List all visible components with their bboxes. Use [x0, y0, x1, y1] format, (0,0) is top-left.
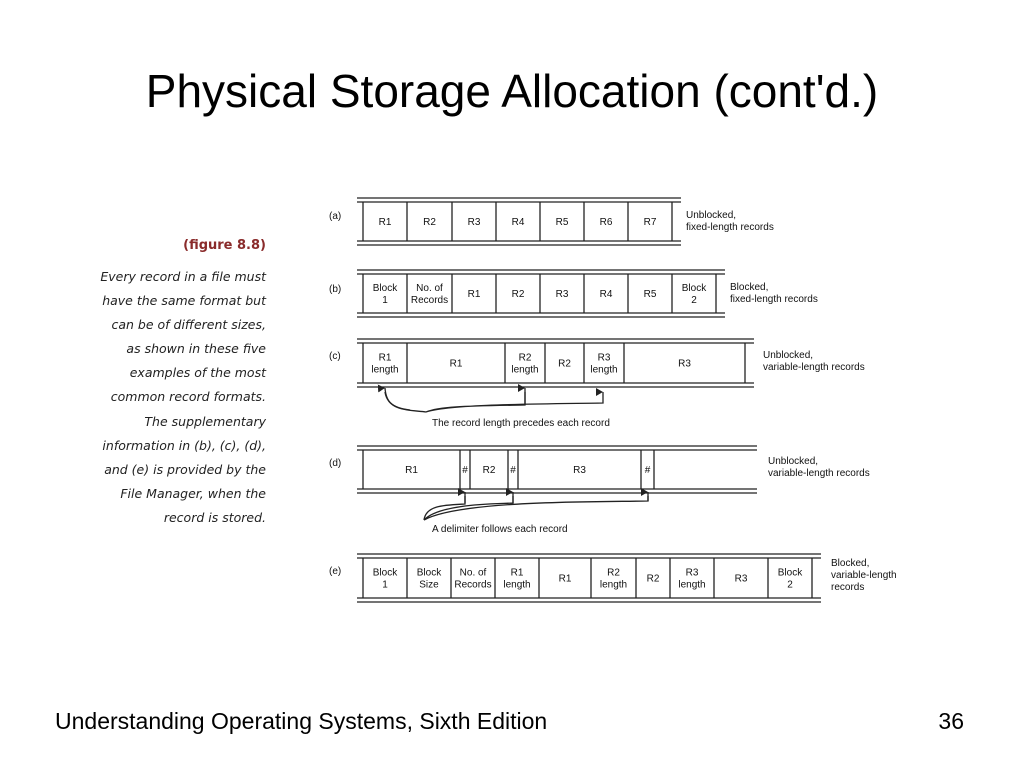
row-description: Blocked,: [730, 282, 768, 293]
cell-label: 1: [382, 580, 388, 591]
cell-label: 2: [691, 295, 697, 306]
cell-label: R2: [558, 359, 571, 370]
cell-label: R1: [511, 568, 524, 579]
cell-label: R2: [483, 465, 496, 476]
cell-label: length: [600, 580, 627, 591]
cell-label: #: [462, 465, 468, 476]
figure-label: (figure 8.8): [183, 238, 266, 253]
page-number: 36: [938, 708, 964, 734]
cell-label: R7: [644, 217, 657, 228]
cell-label: R1: [405, 465, 418, 476]
slide-footer: Understanding Operating Systems, Sixth E…: [55, 708, 548, 734]
cell-label: R1: [559, 574, 572, 585]
row-description: variable-length records: [763, 362, 865, 373]
cell-label: R2: [607, 568, 620, 579]
row-label: (b): [329, 284, 341, 295]
annotations: The record length precedes each record A…: [377, 384, 649, 535]
cell-label: R2: [647, 574, 660, 585]
slide-title: Physical Storage Allocation (cont'd.): [145, 65, 879, 117]
row-description: Unblocked,: [686, 210, 736, 221]
cell-label: R3: [573, 465, 586, 476]
row-label: (a): [329, 211, 341, 222]
cell-label: R3: [556, 289, 569, 300]
row-description: records: [831, 582, 864, 593]
cell-label: R4: [512, 217, 525, 228]
figure-caption: (figure 8.8) Every record in a file must…: [60, 238, 266, 530]
row-description: Blocked,: [831, 558, 869, 569]
cell-label: 2: [787, 580, 793, 591]
cell-label: R5: [644, 289, 657, 300]
cell-label: R3: [598, 353, 611, 364]
d-brace: [423, 496, 649, 521]
row-description: variable-length records: [768, 468, 870, 479]
cell-label: R3: [678, 359, 691, 370]
cell-label: Block: [417, 568, 442, 579]
row-label: (c): [329, 351, 341, 362]
cell-label: Records: [454, 580, 491, 591]
cell-label: Records: [411, 295, 448, 306]
cell-label: R1: [450, 359, 463, 370]
record-row: R1 # R2 # R3 # (d) Unblocked,variable-length re…: [329, 445, 870, 494]
cell-label: length: [503, 580, 530, 591]
cell-label: R5: [556, 217, 569, 228]
cell-label: No. of: [460, 568, 487, 579]
cell-label: #: [645, 465, 651, 476]
row-label: (e): [329, 566, 341, 577]
cell-label: Block: [682, 283, 707, 294]
cell-label: R2: [423, 217, 436, 228]
cell-label: No. of: [416, 283, 443, 294]
cell-label: Block: [373, 568, 398, 579]
cell-label: length: [678, 580, 705, 591]
cell-label: #: [510, 465, 516, 476]
row-label: (d): [329, 458, 341, 469]
row-description: variable-length: [831, 570, 897, 581]
cell-label: R1: [468, 289, 481, 300]
cell-label: R6: [600, 217, 613, 228]
cell-label: R4: [600, 289, 613, 300]
cell-label: R1: [379, 353, 392, 364]
c-brace: [384, 392, 603, 413]
cell-label: R2: [512, 289, 525, 300]
cell-label: length: [371, 365, 398, 376]
row-description: Unblocked,: [768, 456, 818, 467]
caption-text: Every record in a file must have the sam…: [100, 269, 266, 525]
record-length-note: The record length precedes each record: [432, 418, 610, 429]
row-description: Unblocked,: [763, 350, 813, 361]
cell-label: Size: [419, 580, 439, 591]
cell-label: length: [511, 365, 538, 376]
cell-label: R1: [379, 217, 392, 228]
cell-label: 1: [382, 295, 388, 306]
cell-label: Block: [778, 568, 803, 579]
record-row: R1 R2 R3 R4 R5 R6 R7 (a) Unblocked,fixed-length …: [329, 197, 774, 246]
cell-label: R3: [468, 217, 481, 228]
c-brace-arrow-r1: [377, 384, 411, 411]
row-description: fixed-length records: [730, 294, 818, 305]
cell-label: R3: [735, 574, 748, 585]
cell-label: R2: [519, 353, 532, 364]
cell-label: Block: [373, 283, 398, 294]
cell-label: R3: [686, 568, 699, 579]
delimiter-note: A delimiter follows each record: [432, 524, 568, 535]
cell-label: length: [590, 365, 617, 376]
row-description: fixed-length records: [686, 222, 774, 233]
record-row: R1lengthR1R2lengthR2R3lengthR3(c)Unblock…: [329, 338, 865, 388]
